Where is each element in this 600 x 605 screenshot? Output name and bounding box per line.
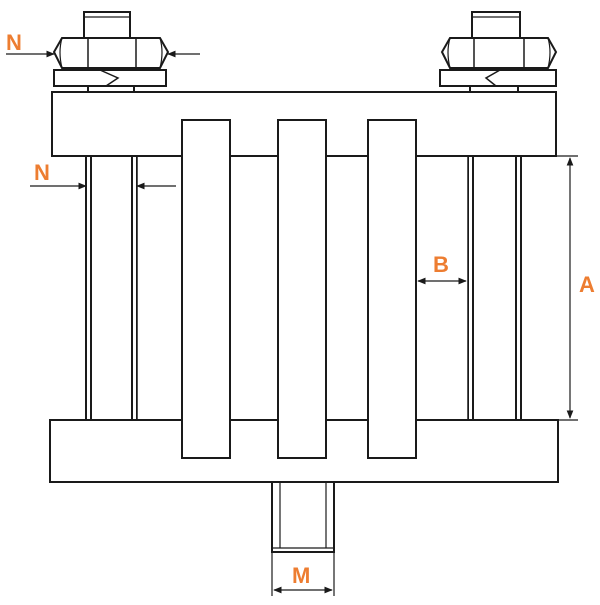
right-rod-pair bbox=[467, 149, 522, 421]
blade-right bbox=[367, 119, 417, 459]
top-right-nut bbox=[440, 37, 558, 69]
label-m: M bbox=[292, 563, 310, 588]
label-n-top: N bbox=[6, 30, 22, 55]
top-right-washer bbox=[439, 69, 557, 94]
label-a: A bbox=[579, 272, 595, 297]
label-b: B bbox=[433, 252, 449, 277]
blade-middle bbox=[277, 119, 327, 459]
top-left-washer bbox=[53, 69, 167, 94]
label-n-side: N bbox=[34, 160, 50, 185]
left-rod-pair bbox=[85, 149, 138, 421]
blade-left bbox=[181, 119, 231, 459]
bottom-stud bbox=[271, 481, 335, 553]
top-left-nut bbox=[52, 37, 170, 69]
